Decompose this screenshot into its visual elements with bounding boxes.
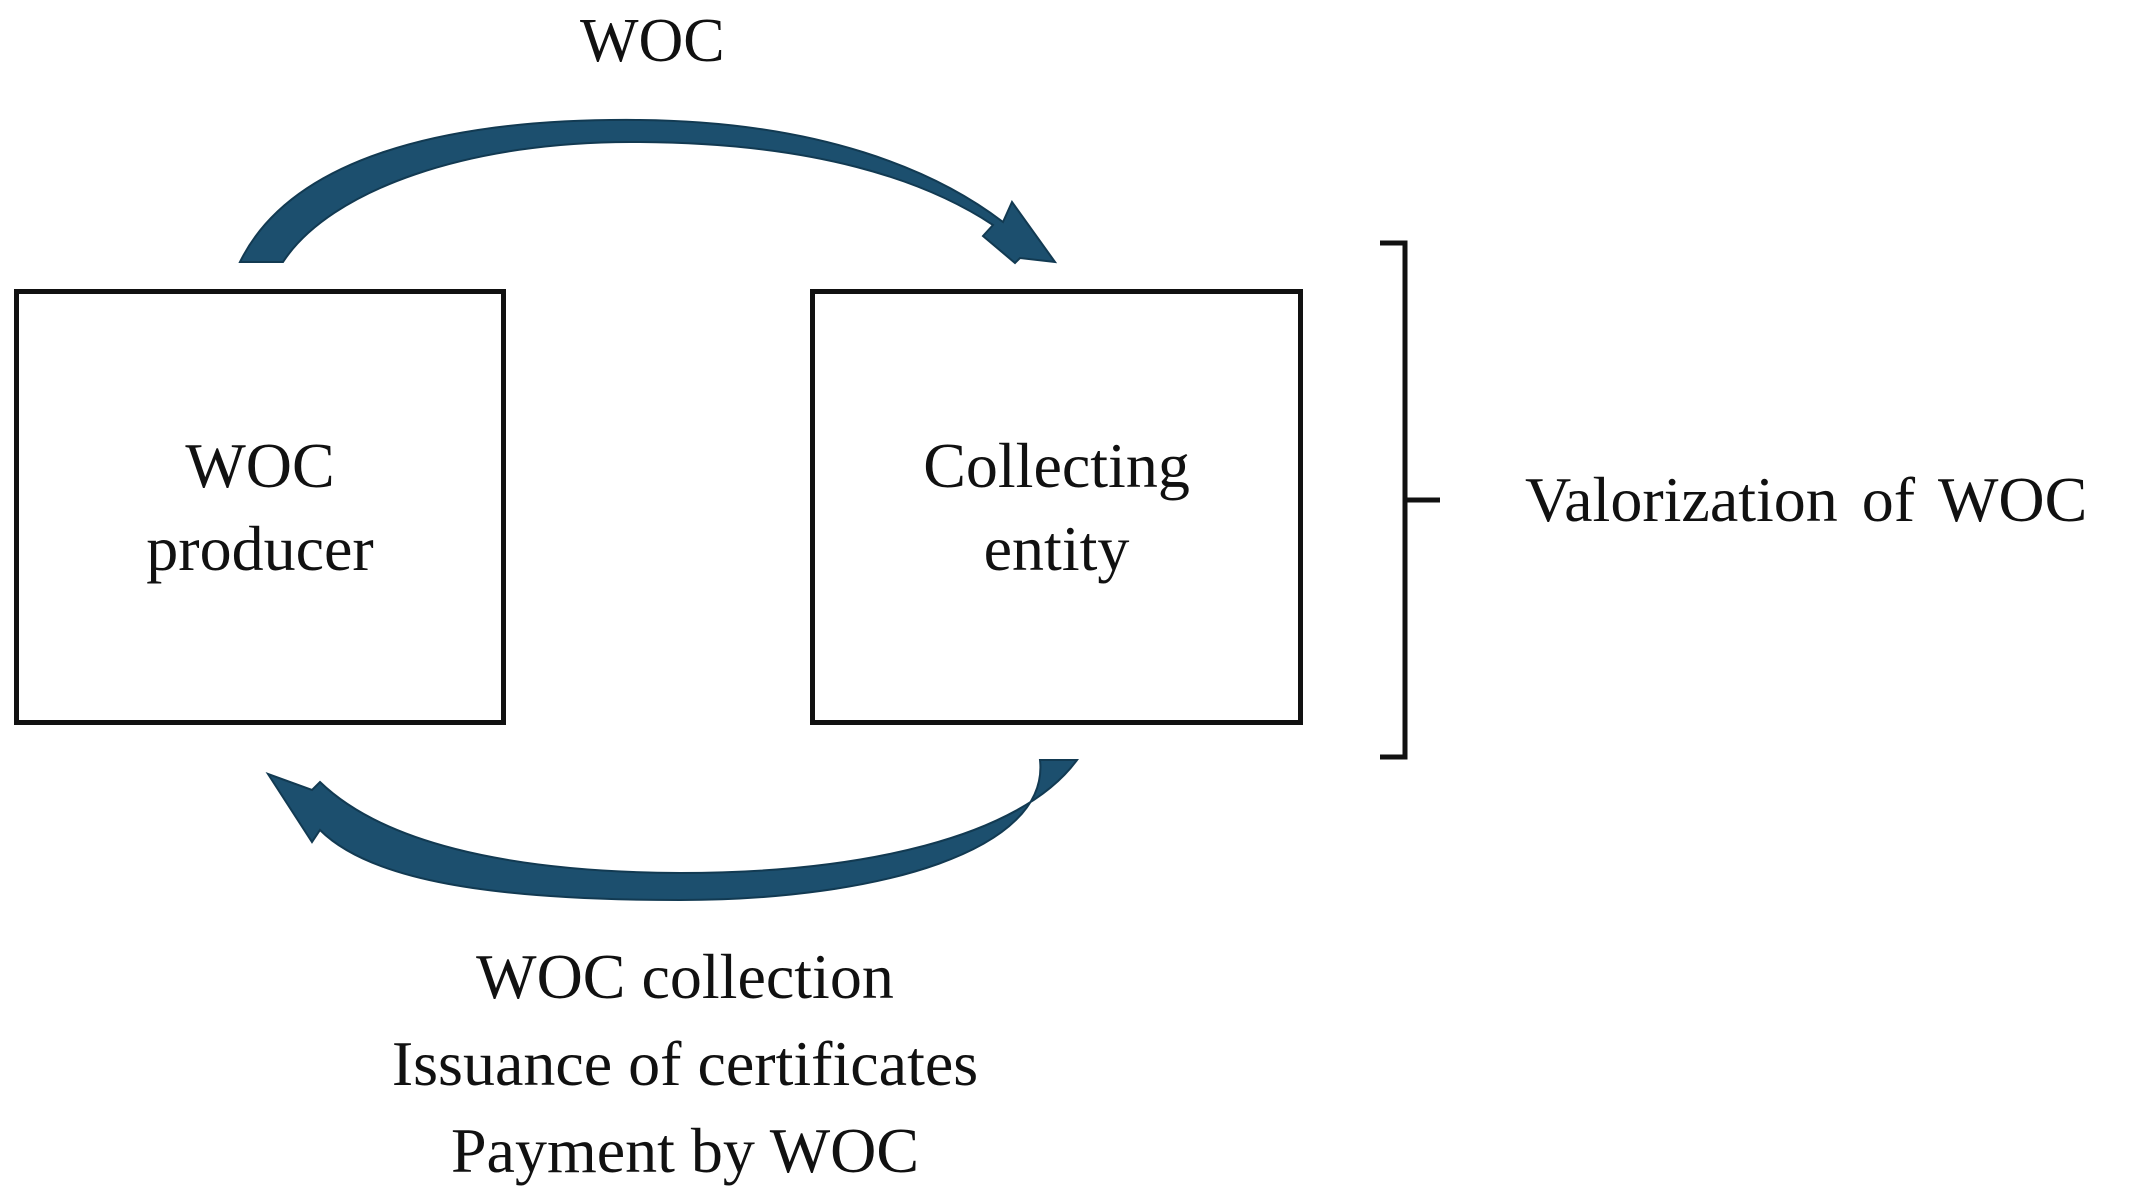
collector-label-line1: Collecting bbox=[923, 429, 1190, 501]
bottom-label-certificates: Issuance of certificates bbox=[391, 1028, 979, 1100]
producer-label-line2: producer bbox=[146, 513, 374, 584]
collector-label-line2: entity bbox=[983, 513, 1130, 584]
top-arrow-label: WOC bbox=[580, 7, 725, 75]
bottom-arrow-labels: WOC collection Issuance of certificates … bbox=[240, 933, 1130, 1194]
bottom-label-payment: Payment by WOC bbox=[450, 1115, 920, 1187]
top-curved-arrow-icon bbox=[238, 118, 1058, 265]
bottom-curved-arrow-icon bbox=[265, 759, 1079, 902]
valorization-bracket-icon bbox=[1380, 240, 1440, 760]
producer-box-label: WOC producer bbox=[19, 424, 501, 590]
woc-producer-box: WOC producer bbox=[14, 289, 506, 725]
collector-box-label: Collecting entity bbox=[815, 424, 1298, 590]
producer-label-line1: WOC bbox=[185, 429, 335, 501]
collecting-entity-box: Collecting entity bbox=[810, 289, 1303, 725]
bottom-label-collection: WOC collection bbox=[476, 941, 894, 1012]
bracket-label: Valorization of WOC bbox=[1525, 464, 2088, 535]
